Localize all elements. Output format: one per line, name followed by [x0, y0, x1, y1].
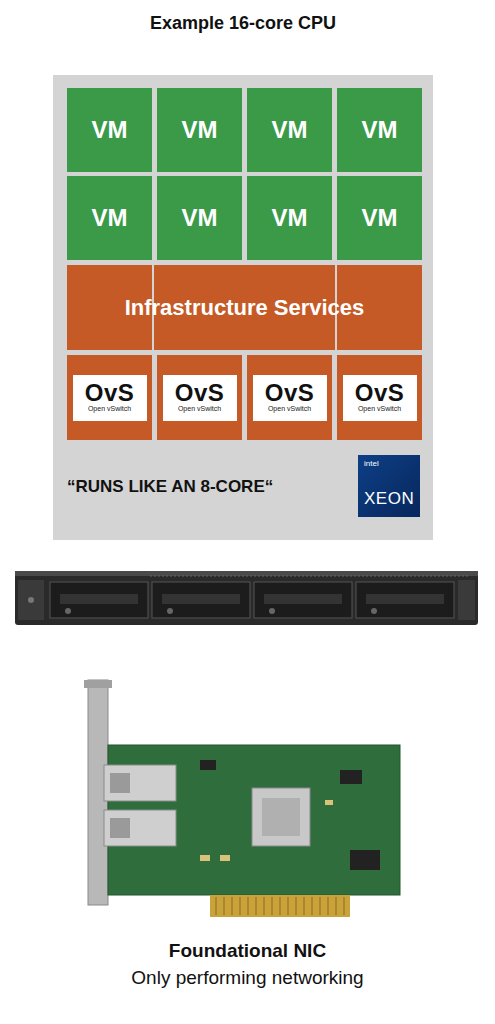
vm-tile: VM — [247, 88, 332, 172]
ovs-logo-subtext: Open vSwitch — [358, 405, 401, 413]
ovs-tile: OvSOpen vSwitch — [247, 355, 332, 440]
nic-illustration — [84, 680, 400, 917]
ovs-tile: OvSOpen vSwitch — [67, 355, 152, 440]
cpu-box: Example 16-core CPU“RUNS LIKE AN 8-CORE“… — [53, 75, 433, 540]
caption: Foundational NIC — [0, 940, 495, 962]
node-label: VM — [182, 204, 218, 232]
node-label: VM — [362, 116, 398, 144]
brand-name: intel — [364, 460, 379, 468]
ovs-logo: OvSOpen vSwitch — [253, 375, 327, 421]
ovs-logo-subtext: Open vSwitch — [268, 405, 311, 413]
node-label: VM — [362, 204, 398, 232]
product-name: XEON — [364, 490, 414, 507]
ovs-logo-subtext: Open vSwitch — [88, 405, 131, 413]
ovs-logo-text: OvS — [265, 381, 315, 405]
vm-tile: VM — [337, 176, 422, 260]
vm-tile: VM — [67, 176, 152, 260]
cpu-note: “RUNS LIKE AN 8-CORE“ — [67, 477, 273, 497]
xeon-logo: intelXEON — [358, 455, 420, 517]
ovs-logo-text: OvS — [355, 381, 405, 405]
vm-tile: VM — [157, 88, 242, 172]
node-label: VM — [272, 204, 308, 232]
vm-tile: VM — [157, 176, 242, 260]
infrastructure-band: Infrastructure Services — [67, 265, 422, 350]
node-label: VM — [182, 116, 218, 144]
server-illustration — [15, 571, 478, 625]
node-label: Infrastructure Services — [125, 294, 365, 322]
vm-tile: VM — [67, 88, 152, 172]
ovs-logo-text: OvS — [85, 381, 135, 405]
ovs-logo: OvSOpen vSwitch — [343, 375, 417, 421]
vm-tile: VM — [247, 176, 332, 260]
node-label: VM — [272, 116, 308, 144]
ovs-logo-text: OvS — [175, 381, 225, 405]
ovs-tile: OvSOpen vSwitch — [337, 355, 422, 440]
node-label: VM — [92, 116, 128, 144]
vm-tile: VM — [337, 88, 422, 172]
ovs-logo-subtext: Open vSwitch — [178, 405, 221, 413]
caption-subline: Only performing networking — [0, 967, 495, 989]
ovs-logo: OvSOpen vSwitch — [163, 375, 237, 421]
node-label: VM — [92, 204, 128, 232]
ovs-tile: OvSOpen vSwitch — [157, 355, 242, 440]
ovs-logo: OvSOpen vSwitch — [73, 375, 147, 421]
cpu-heading: Example 16-core CPU — [53, 13, 433, 34]
